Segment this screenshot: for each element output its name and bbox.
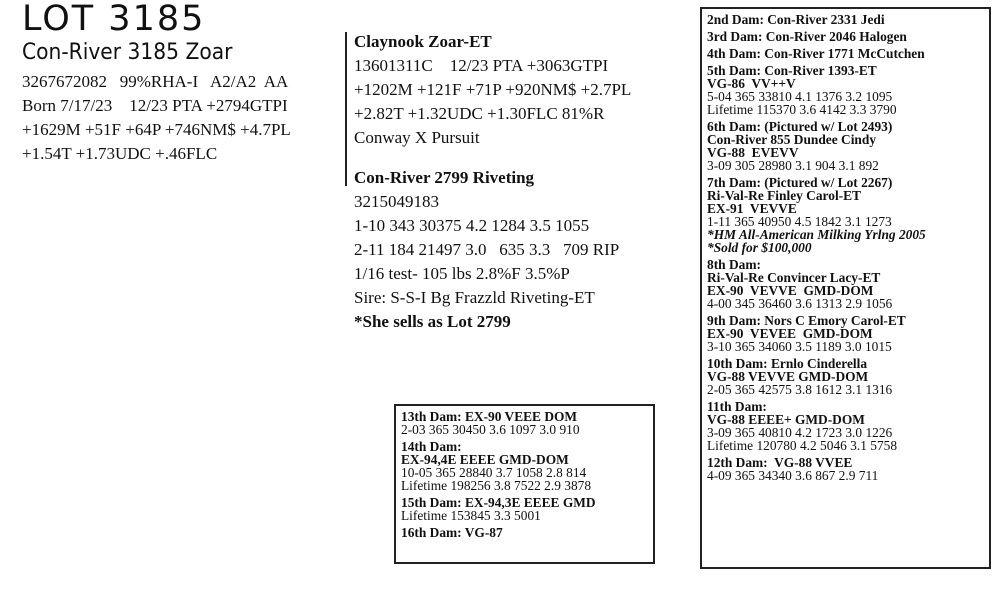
dam-lineage-box: 2nd Dam: Con-River 2331 Jedi 3rd Dam: Con… bbox=[700, 7, 991, 569]
sire-line: Conway X Pursuit bbox=[354, 128, 480, 147]
animal-info-line: +1629M +51F +64P +746NM$ +4.7PL bbox=[22, 120, 291, 139]
dam-note: *She sells as Lot 2799 bbox=[354, 312, 511, 331]
dam-entry-heading: 8th Dam: bbox=[707, 257, 761, 272]
animal-info: 3267672082 99%RHA-I A2/A2 AA Born 7/17/2… bbox=[22, 70, 291, 166]
dam-entry-line: Lifetime 153845 3.3 5001 bbox=[401, 508, 541, 523]
animal-name: Con-River 3185 Zoar bbox=[22, 40, 233, 65]
dam-entry-line: 2-05 365 42575 3.8 1612 3.1 1316 bbox=[707, 382, 893, 397]
animal-info-line: Born 7/17/23 12/23 PTA +2794GTPI bbox=[22, 96, 288, 115]
dam-entry-heading: 5th Dam: Con-River 1393-ET bbox=[707, 63, 877, 78]
dam-entry-heading: 4th Dam: Con-River 1771 McCutchen bbox=[707, 46, 925, 61]
dam-entry-line: Ri-Val-Re Finley Carol-ET bbox=[707, 188, 861, 203]
dam-entry: 6th Dam: (Pictured w/ Lot 2493)Con-River… bbox=[707, 120, 989, 172]
dam-entry-line: *HM All-American Milking Yrlng 2005 bbox=[707, 227, 926, 242]
dam-entry: 4th Dam: Con-River 1771 McCutchen bbox=[707, 47, 989, 60]
dam-entry-line: 3-09 305 28980 3.1 904 3.1 892 bbox=[707, 158, 879, 173]
dam-line: 2-11 184 21497 3.0 635 3.3 709 RIP bbox=[354, 240, 620, 259]
dam-entry-line: EX-91 VEVVE bbox=[707, 201, 797, 216]
dam-entry-line: *Sold for $100,000 bbox=[707, 240, 812, 255]
dam-line: Sire: S-S-I Bg Frazzld Riveting-ET bbox=[354, 288, 595, 307]
dam-entry-line: VG-88 EVEVV bbox=[707, 145, 799, 160]
pedigree-sire-dam: Claynook Zoar-ET 13601311C 12/23 PTA +30… bbox=[354, 30, 631, 334]
dam-line: 1/16 test- 105 lbs 2.8%F 3.5%P bbox=[354, 264, 570, 283]
dam-entry-line: Ri-Val-Re Convincer Lacy-ET bbox=[707, 270, 881, 285]
dam-entry-heading: 16th Dam: VG-87 bbox=[401, 525, 503, 540]
dam-entry-line: 5-04 365 33810 4.1 1376 3.2 1095 bbox=[707, 89, 893, 104]
dam-entry-line: 2-03 365 30450 3.6 1097 3.0 910 bbox=[401, 422, 580, 437]
dam-entry-line: 4-09 365 34340 3.6 867 2.9 711 bbox=[707, 468, 879, 483]
dam-entry-line: EX-94,4E EEEE GMD-DOM bbox=[401, 452, 569, 467]
sire-line: +2.82T +1.32UDC +1.30FLC 81%R bbox=[354, 104, 605, 123]
lot-title: LOT 3185 bbox=[22, 0, 206, 39]
dam-entry: 16th Dam: VG-87 bbox=[401, 526, 653, 539]
dam-entry-line: EX-90 VEVVE GMD-DOM bbox=[707, 283, 874, 298]
dam-entry-line: 1-11 365 40950 4.5 1842 3.1 1273 bbox=[707, 214, 892, 229]
dam-entry-line: VG-86 VV++V bbox=[707, 76, 796, 91]
dam-entry-line: 3-10 365 34060 3.5 1189 3.0 1015 bbox=[707, 339, 892, 354]
dam-line: 3215049183 bbox=[354, 192, 439, 211]
dam-entry: 7th Dam: (Pictured w/ Lot 2267)Ri-Val-Re… bbox=[707, 176, 989, 254]
dam-entry-line: EX-90 VEVEE GMD-DOM bbox=[707, 326, 873, 341]
dam-entry-line: VG-88 VEVVE GMD-DOM bbox=[707, 369, 869, 384]
sire-name: Claynook Zoar-ET bbox=[354, 32, 492, 51]
animal-info-line: 3267672082 99%RHA-I A2/A2 AA bbox=[22, 72, 289, 91]
dam-entry-heading: 6th Dam: (Pictured w/ Lot 2493) bbox=[707, 119, 893, 134]
dam-entry-heading: 9th Dam: Nors C Emory Carol-ET bbox=[707, 313, 906, 328]
dam-entry-line: 4-00 345 36460 3.6 1313 2.9 1056 bbox=[707, 296, 893, 311]
dam-entry-line: VG-88 EEEE+ GMD-DOM bbox=[707, 412, 865, 427]
sire-line: +1202M +121F +71P +920NM$ +2.7PL bbox=[354, 80, 632, 99]
dam-entry-heading: 14th Dam: bbox=[401, 439, 462, 454]
dam-entry-heading: 7th Dam: (Pictured w/ Lot 2267) bbox=[707, 175, 893, 190]
dam-entry-line: 10-05 365 28840 3.7 1058 2.8 814 bbox=[401, 465, 587, 480]
dam-entry-heading: 13th Dam: EX-90 VEEE DOM bbox=[401, 409, 578, 424]
dam-entry-heading: 3rd Dam: Con-River 2046 Halogen bbox=[707, 29, 907, 44]
dam-line: 1-10 343 30375 4.2 1284 3.5 1055 bbox=[354, 216, 590, 235]
sire-line: 13601311C 12/23 PTA +3063GTPI bbox=[354, 56, 609, 75]
dam-entry-heading: 2nd Dam: Con-River 2331 Jedi bbox=[707, 12, 885, 27]
dam-entry-heading: 15th Dam: EX-94,3E EEEE GMD bbox=[401, 495, 596, 510]
dam-entry-line: Lifetime 115370 3.6 4142 3.3 3790 bbox=[707, 102, 897, 117]
dam-entry-line: Lifetime 120780 4.2 5046 3.1 5758 bbox=[707, 438, 898, 453]
dam-entry-line: 3-09 365 40810 4.2 1723 3.0 1226 bbox=[707, 425, 893, 440]
divider bbox=[345, 32, 347, 186]
dam-entry-line: Lifetime 198256 3.8 7522 2.9 3878 bbox=[401, 478, 592, 493]
dam-entry: 2nd Dam: Con-River 2331 Jedi bbox=[707, 13, 989, 26]
dam-name: Con-River 2799 Riveting bbox=[354, 168, 535, 187]
dam-entry-heading: 12th Dam: VG-88 VVEE bbox=[707, 455, 853, 470]
animal-info-line: +1.54T +1.73UDC +.46FLC bbox=[22, 144, 218, 163]
dam-entry-line: Con-River 855 Dundee Cindy bbox=[707, 132, 877, 147]
dam-entry-heading: 10th Dam: Ernlo Cinderella bbox=[707, 356, 868, 371]
dam-entry-heading: 11th Dam: bbox=[707, 399, 767, 414]
spacer bbox=[354, 150, 631, 166]
dam-entry: 3rd Dam: Con-River 2046 Halogen bbox=[707, 30, 989, 43]
